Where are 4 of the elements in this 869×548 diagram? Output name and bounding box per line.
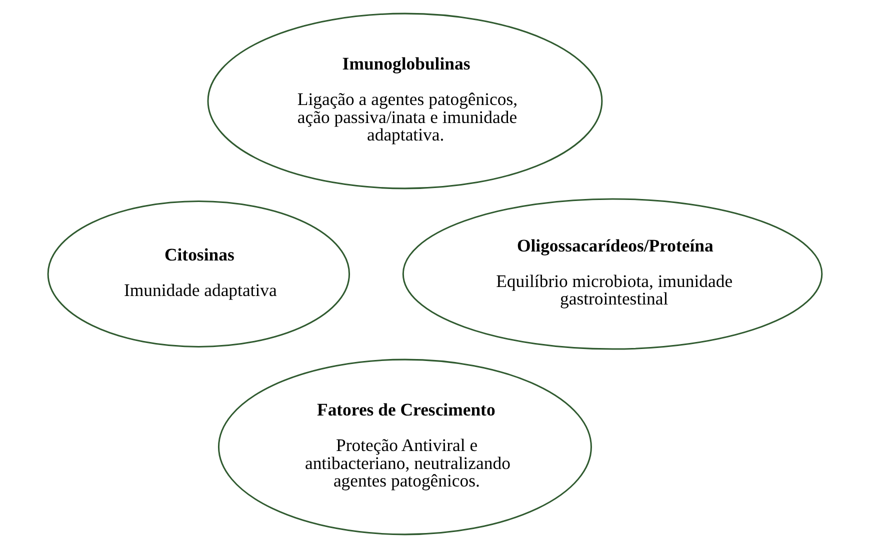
node-ellipse: Citosinas Imunidade adaptativa — [46, 200, 350, 348]
node-ellipse: Imunoglobulinas Ligação a agentes patogênicos, ação passiva/inata e imunidade adaptativa. — [206, 12, 602, 190]
node-ellipse: Fatores de Crescimento Proteção Antiviral e antibacteriano, neutralizando agentes patogênicos. — [217, 358, 592, 536]
node-ellipse: Oligossacarídeos/Proteína Equilíbrio microbiota, imunidade gastrointestinal — [402, 198, 822, 350]
